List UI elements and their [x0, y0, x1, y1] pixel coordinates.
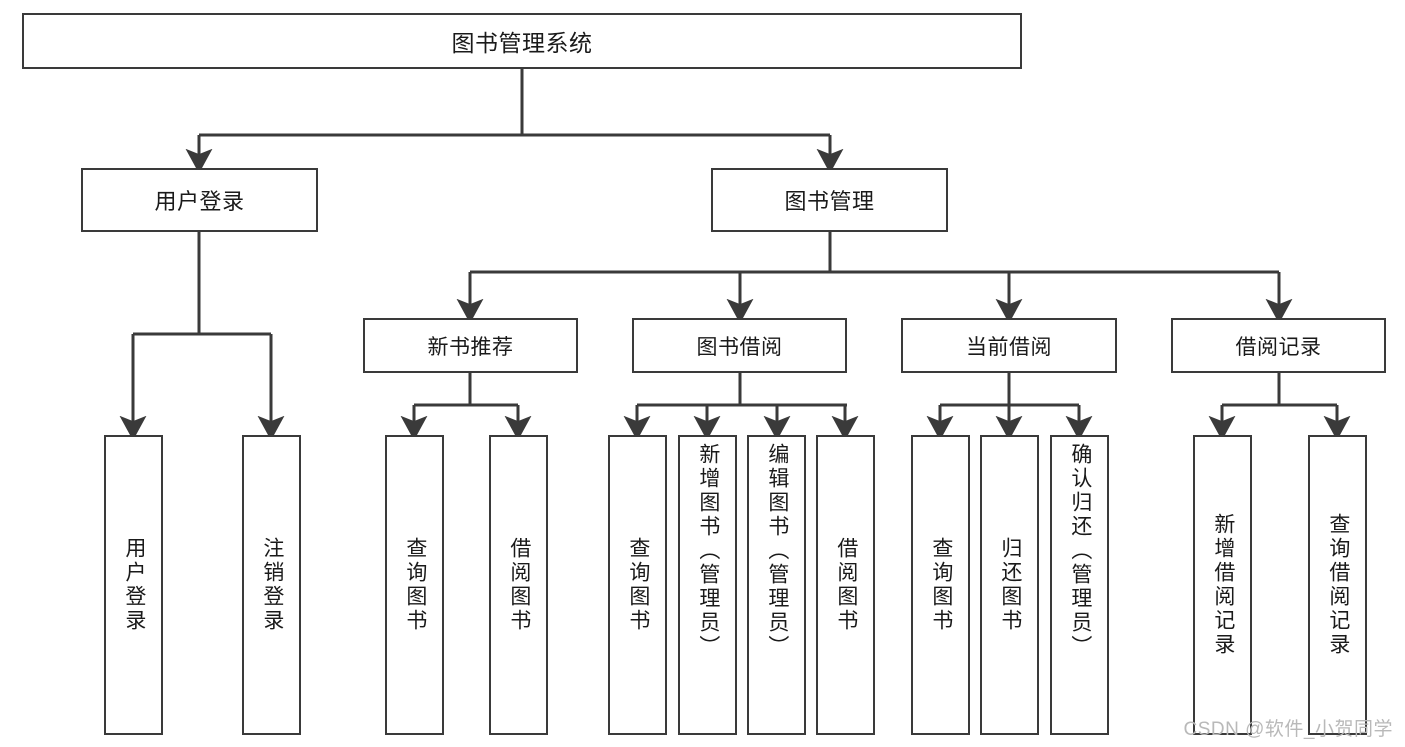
node-leaf-query-book-current-label: 查询图书: [929, 537, 953, 633]
node-leaf-edit-book-admin-label: 编辑图书（管理员）: [765, 443, 789, 659]
node-leaf-query-borrow-record-label: 查询借阅记录: [1326, 513, 1350, 657]
node-leaf-logout-label: 注销登录: [260, 537, 284, 633]
node-leaf-borrow-book-newbook[interactable]: 借阅图书: [489, 435, 548, 735]
node-leaf-user-login-label: 用户登录: [122, 537, 146, 633]
node-leaf-confirm-return-admin[interactable]: 确认归还（管理员）: [1050, 435, 1109, 735]
node-book-management-label: 图书管理: [784, 189, 875, 214]
node-user-login[interactable]: 用户登录: [81, 168, 318, 232]
node-leaf-return-book[interactable]: 归还图书: [980, 435, 1039, 735]
node-leaf-user-login[interactable]: 用户登录: [104, 435, 163, 735]
node-leaf-add-book-admin-label: 新增图书（管理员）: [696, 443, 720, 659]
node-book-borrow[interactable]: 图书借阅: [632, 318, 847, 373]
node-current-borrow[interactable]: 当前借阅: [901, 318, 1117, 373]
node-leaf-query-book-borrow-label: 查询图书: [626, 537, 650, 633]
node-leaf-add-borrow-record-label: 新增借阅记录: [1211, 513, 1235, 657]
node-leaf-confirm-return-admin-label: 确认归还（管理员）: [1068, 443, 1092, 659]
node-root-label: 图书管理系统: [451, 30, 593, 56]
node-book-borrow-label: 图书借阅: [696, 335, 783, 359]
node-leaf-return-book-label: 归还图书: [998, 537, 1022, 633]
node-leaf-borrow-book-newbook-label: 借阅图书: [507, 537, 531, 633]
node-book-management[interactable]: 图书管理: [711, 168, 948, 232]
node-leaf-logout[interactable]: 注销登录: [242, 435, 301, 735]
node-leaf-add-book-admin[interactable]: 新增图书（管理员）: [678, 435, 737, 735]
node-leaf-borrow-book-borrow[interactable]: 借阅图书: [816, 435, 875, 735]
node-borrow-record-label: 借阅记录: [1235, 335, 1322, 359]
node-leaf-add-borrow-record[interactable]: 新增借阅记录: [1193, 435, 1252, 735]
node-current-borrow-label: 当前借阅: [966, 335, 1052, 359]
node-leaf-query-book-borrow[interactable]: 查询图书: [608, 435, 667, 735]
node-leaf-query-book-newbook-label: 查询图书: [403, 537, 427, 633]
node-leaf-query-book-newbook[interactable]: 查询图书: [385, 435, 444, 735]
node-leaf-borrow-book-borrow-label: 借阅图书: [834, 537, 858, 633]
node-leaf-query-borrow-record[interactable]: 查询借阅记录: [1308, 435, 1367, 735]
node-user-login-label: 用户登录: [154, 189, 245, 214]
node-borrow-record[interactable]: 借阅记录: [1171, 318, 1386, 373]
node-leaf-query-book-current[interactable]: 查询图书: [911, 435, 970, 735]
node-new-book-recommend-label: 新书推荐: [427, 335, 514, 359]
node-root-book-management-system[interactable]: 图书管理系统: [22, 13, 1022, 69]
node-leaf-edit-book-admin[interactable]: 编辑图书（管理员）: [747, 435, 806, 735]
node-new-book-recommend[interactable]: 新书推荐: [363, 318, 578, 373]
